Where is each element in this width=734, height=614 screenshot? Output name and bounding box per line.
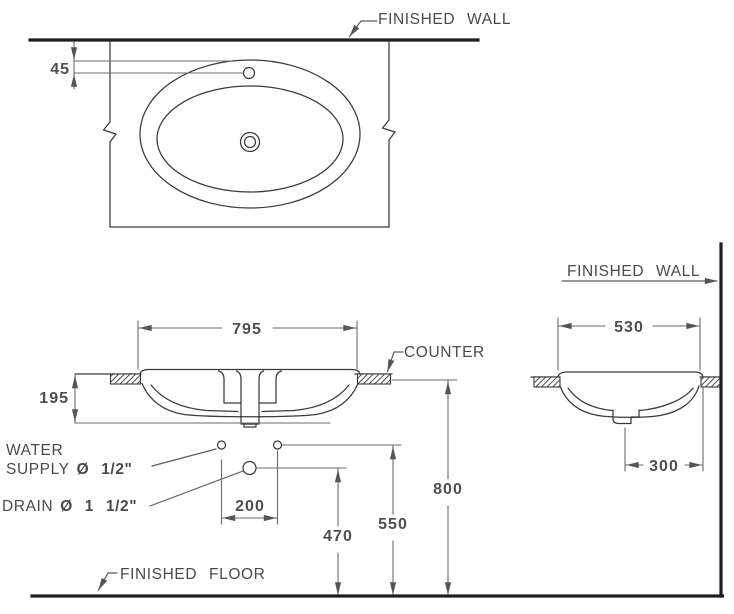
side-drain-outlet xyxy=(612,409,640,425)
plan-counter-left-edge xyxy=(102,40,117,228)
front-counter-hatch-right xyxy=(356,373,392,385)
plan-view: 45 FINISHED WALL xyxy=(28,11,511,228)
plan-wall-leader xyxy=(348,20,378,38)
counter-label: COUNTER xyxy=(404,344,485,361)
water-supply-label-line1: WATER xyxy=(6,442,63,459)
dim-45-value: 45 xyxy=(50,61,70,78)
front-bowl-inner-right xyxy=(261,384,350,413)
faucet-hole xyxy=(242,66,256,80)
plan-wall-label: FINISHED WALL xyxy=(378,11,511,28)
front-sink-shell xyxy=(141,382,359,418)
supply-point-left xyxy=(216,440,227,450)
side-counter-hatch-left xyxy=(533,376,561,388)
front-counter-hatch-left xyxy=(109,373,142,385)
side-counter-hatch-right xyxy=(700,376,722,388)
basin-outer-rim xyxy=(139,59,361,209)
side-elevation: FINISHED WALL 530 300 xyxy=(530,263,722,475)
dim-795-value: 795 xyxy=(232,321,262,338)
side-wall-label: FINISHED WALL xyxy=(567,263,700,280)
drain-tailpiece-tip xyxy=(243,423,257,428)
side-bowl-inner-right xyxy=(639,387,694,412)
supply-leader xyxy=(151,448,217,467)
drain-channel-right-inner xyxy=(258,370,265,418)
drain-point xyxy=(242,460,257,476)
drain-channel-left-inner xyxy=(235,370,242,418)
dim-530-value: 530 xyxy=(614,319,644,336)
drain-leader xyxy=(149,470,244,507)
dim-800-value: 800 xyxy=(433,481,463,498)
plan-drain-inner xyxy=(243,135,257,149)
finished-floor-label: FINISHED FLOOR xyxy=(120,566,265,583)
dim-200-value: 200 xyxy=(235,498,265,515)
basin-inner-bowl xyxy=(156,85,344,193)
side-sink-shell xyxy=(559,385,700,418)
dim-195-value: 195 xyxy=(39,390,69,407)
drain-channel-right-outer xyxy=(275,370,283,404)
supply-point-right xyxy=(272,440,283,450)
dim-300-value: 300 xyxy=(649,458,679,475)
counter-leader xyxy=(386,351,404,373)
dim-550-value: 550 xyxy=(378,516,408,533)
plan-drain-outer xyxy=(239,131,261,153)
plan-counter-right-edge xyxy=(381,40,396,228)
drain-channel-left-outer xyxy=(217,370,225,404)
front-sink-rim xyxy=(139,368,361,375)
front-bowl-inner-left xyxy=(150,384,239,413)
side-bowl-inner-left xyxy=(567,387,613,412)
side-sink-rim xyxy=(557,371,704,378)
dim-470-value: 470 xyxy=(323,528,353,545)
floor-leader xyxy=(97,572,118,591)
front-elevation: 795 195 COUNTER WATER xyxy=(2,320,485,596)
